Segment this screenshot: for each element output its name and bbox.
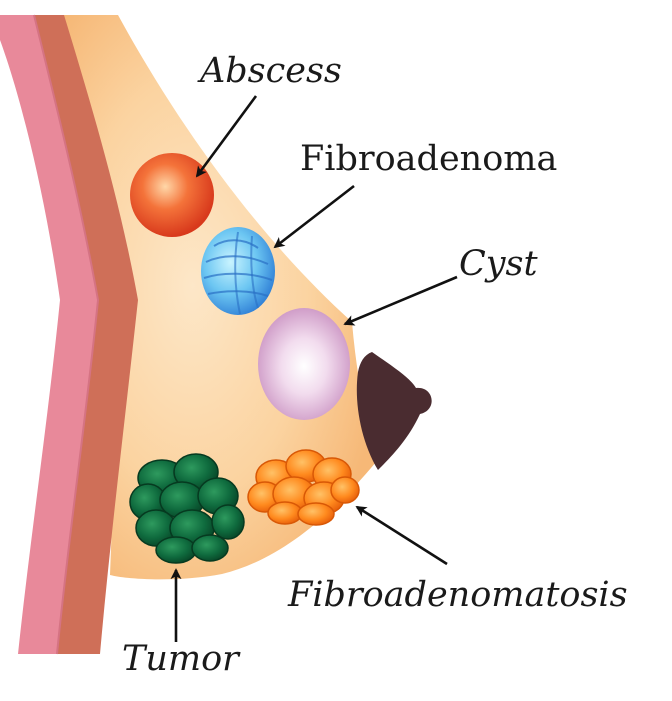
fibroadenomatosis-lesion [247,449,360,526]
fibroadenomatosis-arrow [355,505,448,566]
cyst-lesion [258,308,350,420]
pectoral-muscle [30,15,138,654]
abscess-lesion [130,153,214,237]
cyst-arrow [343,275,458,326]
cyst-label: Cyst [459,244,539,284]
fibroadenomatosis-label: Fibroadenomatosis [287,575,628,615]
skin-edge-line [33,14,100,655]
abscess-label: Abscess [197,51,342,91]
abscess-arrow [195,95,258,178]
tumor-lesion [129,453,245,564]
fibroadenoma-label: Fibroadenoma [300,139,557,179]
skin-layer [0,15,98,654]
fibroadenoma-arrow [273,184,355,249]
tumor-label: Tumor [122,639,241,679]
nipple [356,352,432,470]
fibroadenoma-lesion [201,227,275,315]
